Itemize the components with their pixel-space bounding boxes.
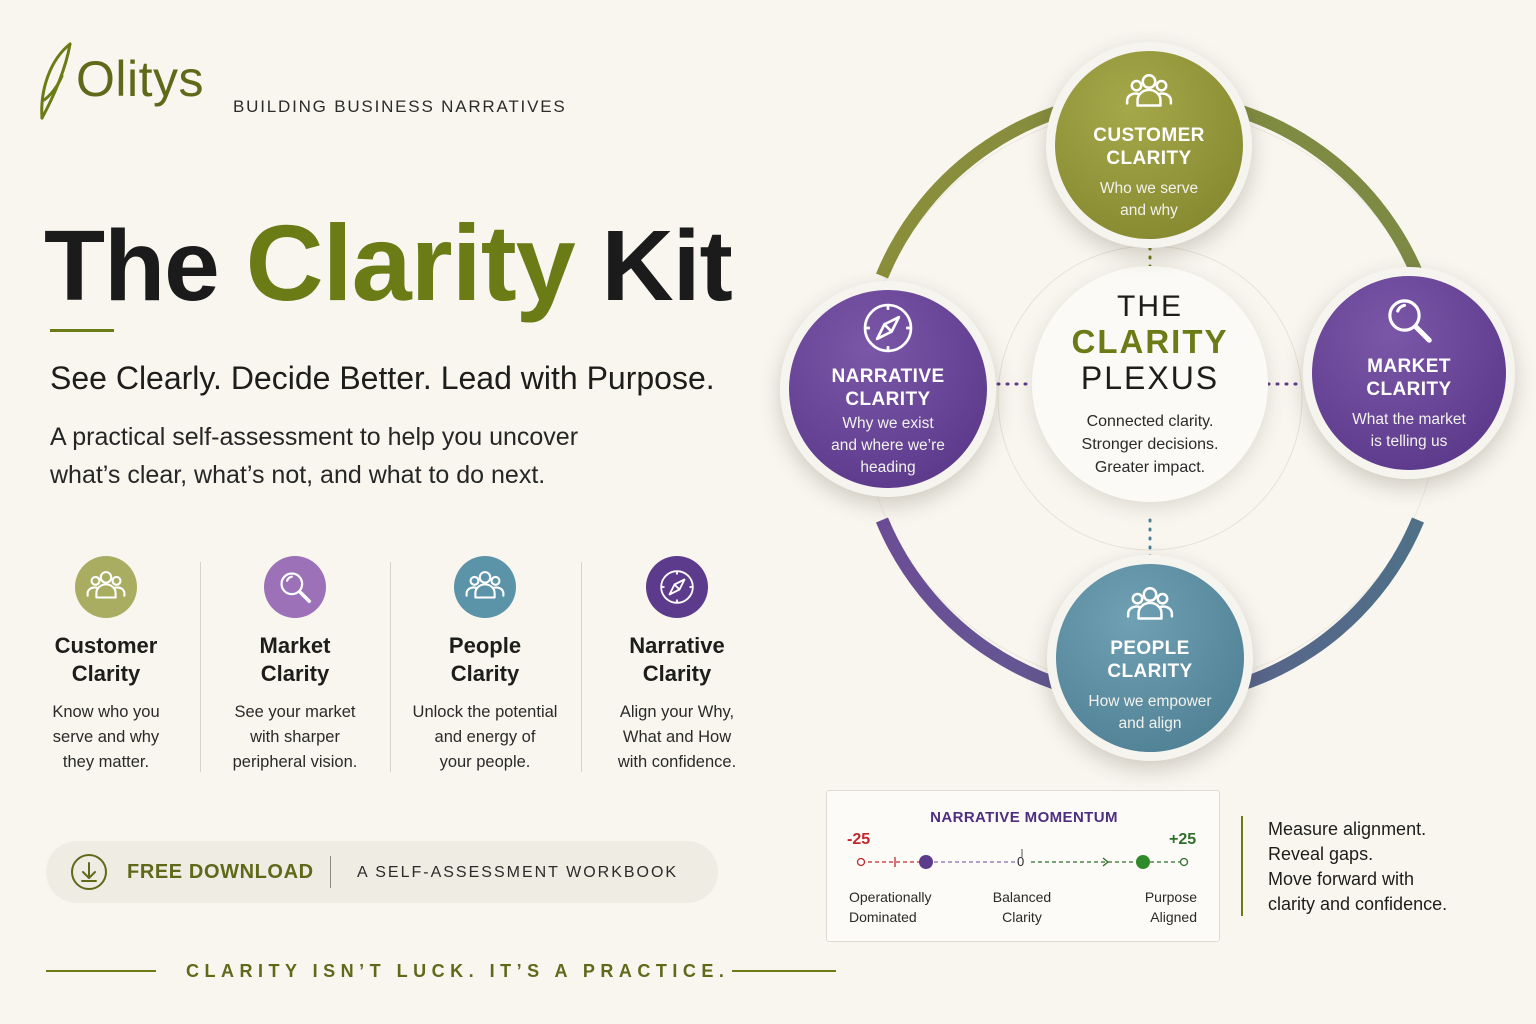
page-title: The Clarity Kit [44,200,733,325]
momentum-scale [856,849,1189,869]
intro-text: A practical self-assessment to help you … [50,423,579,489]
title-divider [50,329,114,332]
download-label: FREE DOWNLOAD [127,861,314,883]
center-description: Connected clarity. Stronger decisions. G… [1081,412,1219,476]
narrative-momentum-panel: NARRATIVE MOMENTUM -25 +25 0 Operational… [826,790,1220,942]
center-line2: CLARITY [1071,322,1229,360]
clarity-plexus-diagram: THE CLARITY PLEXUS Connected clarity. St… [760,20,1536,780]
momentum-zero: 0 [1017,854,1025,869]
download-separator [330,856,331,888]
momentum-min: -25 [847,831,871,848]
scale-end-marker [1179,857,1189,867]
subtitle: See Clearly. Decide Better. Lead with Pu… [50,360,715,396]
people-icon [454,556,516,618]
footer-rule-left [46,970,156,972]
side-note-rule [1241,816,1243,916]
magnifier-icon [264,556,326,618]
feature-divider [200,562,201,772]
download-description: A SELF-ASSESSMENT WORKBOOK [357,864,679,881]
magnifier-icon [1382,293,1436,347]
title-word-clarity: Clarity [245,202,576,323]
brand-header: Olitys BUILDING BUSINESS NARRATIVES [36,40,596,135]
download-icon [71,854,107,890]
compass-icon [646,556,708,618]
free-download-button[interactable]: FREE DOWNLOAD A SELF-ASSESSMENT WORKBOOK [46,841,718,903]
target-marker [1136,855,1150,869]
scale-start-marker [856,857,866,867]
title-word-kit: Kit [601,210,733,322]
footer-tagline: CLARITY ISN’T LUCK. IT’S A PRACTICE. [186,961,730,981]
momentum-max: +25 [1169,831,1197,848]
leaf-logo-icon [40,42,72,120]
current-position-marker [919,855,933,869]
momentum-title: NARRATIVE MOMENTUM [930,809,1118,826]
people-icon [1120,68,1178,118]
footer-rule-right [732,970,836,972]
brand-tagline: BUILDING BUSINESS NARRATIVES [233,97,567,116]
title-word-the: The [44,210,220,322]
compass-icon [859,299,917,357]
side-note: Measure alignment. Reveal gaps. Move for… [1268,819,1448,914]
people-icon [1121,581,1179,631]
feature-divider [390,562,391,772]
plexus-center: THE CLARITY PLEXUS Connected clarity. St… [1032,266,1268,502]
center-line3: PLEXUS [1080,359,1220,396]
feature-divider [581,562,582,772]
brand-name: Olitys [76,51,204,107]
center-line1: THE [1117,289,1183,323]
people-icon [75,556,137,618]
